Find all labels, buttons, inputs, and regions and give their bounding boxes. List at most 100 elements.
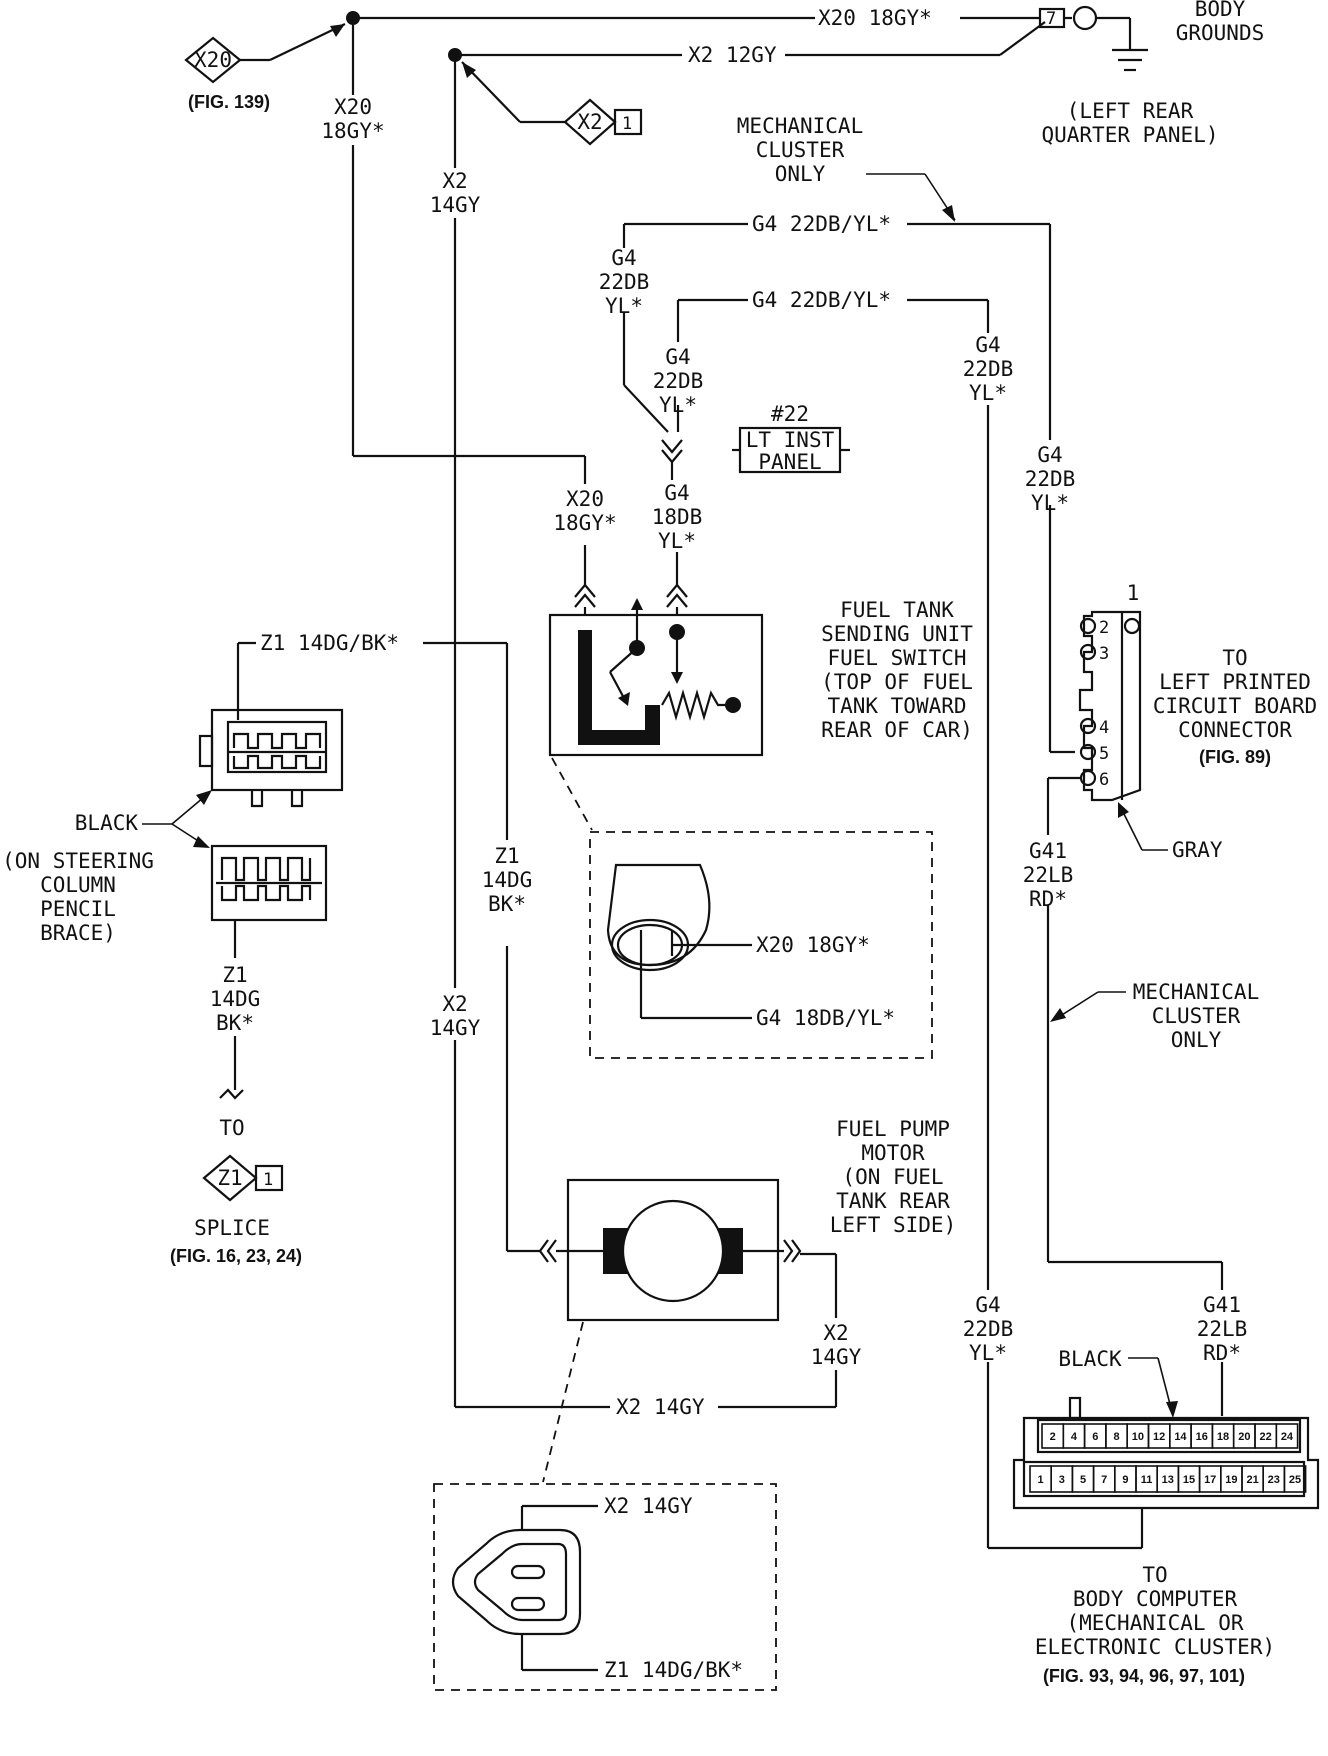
black-left-label: BLACK (75, 811, 139, 835)
sending-unit-label-2: SENDING UNIT (821, 622, 973, 646)
body-computer-pin-label: 19 (1225, 1474, 1237, 1486)
g4-e-label-2: 22DB (963, 1317, 1014, 1341)
body-computer-pin-label: 20 (1238, 1431, 1250, 1443)
mech-cluster-2-label-3: ONLY (1171, 1028, 1222, 1052)
pcb-pin-label: 4 (1099, 718, 1109, 738)
g4-a-label-2: 22DB (599, 270, 650, 294)
body-grounds-label-2: GROUNDS (1176, 21, 1265, 45)
g4-mid-label: G4 22DB/YL* (752, 288, 891, 312)
pcb-label-4: CONNECTOR (1178, 718, 1292, 742)
pcb-pin-label: 6 (1099, 770, 1109, 790)
lt-inst-label-2: PANEL (758, 450, 821, 474)
g4-a-label-3: YL* (605, 294, 643, 318)
fig16-label: (FIG. 16, 23, 24) (170, 1246, 302, 1266)
g41-wire (1046, 776, 1224, 1416)
x2-bottom-label: X2 14GY (616, 1395, 705, 1419)
pump-x2-label: X2 14GY (604, 1494, 693, 1518)
g4-d-label-1: G4 (1037, 443, 1062, 467)
body-computer-pin-label: 23 (1268, 1474, 1280, 1486)
z1-mid-label-2: 14DG (482, 868, 533, 892)
body-computer-pin-label: 17 (1204, 1474, 1216, 1486)
g4-c-label-3: YL* (969, 381, 1007, 405)
x2-wire-top (455, 21, 1046, 57)
g41-b-label-1: G41 (1203, 1293, 1241, 1317)
fig93-label: (FIG. 93, 94, 96, 97, 101) (1043, 1666, 1245, 1686)
x20-reference-tag: X20 (184, 23, 346, 84)
lt-inst-panel-box (732, 426, 850, 474)
z1-left-label-1: Z1 (222, 963, 247, 987)
mech-cluster-only-label-1: MECHANICAL (737, 114, 863, 138)
left-rear-label-1: (LEFT REAR (1067, 99, 1194, 123)
x2-tag-text: X2 (577, 110, 602, 134)
g4-d-label-2: 22DB (1025, 467, 1076, 491)
fig139-label: (FIG. 139) (188, 92, 270, 112)
pump-label-5: LEFT SIDE) (830, 1213, 956, 1237)
gray-label: GRAY (1172, 838, 1223, 862)
x20-sending-label-2: 18GY* (553, 511, 616, 535)
pcb-pin-label: 3 (1099, 644, 1109, 664)
pump-z1-label: Z1 14DG/BK* (604, 1658, 743, 1682)
g4-e-label-3: YL* (969, 1341, 1007, 1365)
left-rear-label-2: QUARTER PANEL) (1041, 123, 1218, 147)
body-computer-pin-label: 4 (1071, 1431, 1078, 1443)
body-computer-pin-label: 18 (1217, 1431, 1229, 1443)
body-computer-pin-cell (1275, 1423, 1299, 1449)
pcb-label-2: LEFT PRINTED (1159, 670, 1311, 694)
x20-sending-label-1: X20 (566, 487, 604, 511)
body-computer-pin-label: 7 (1101, 1474, 1107, 1486)
fig89-label: (FIG. 89) (1199, 747, 1271, 767)
steering-connector-female (210, 844, 328, 922)
pcb-label-1: TO (1222, 646, 1247, 670)
body-computer-pin-label: 3 (1059, 1474, 1065, 1486)
sending-unit-label-6: REAR OF CAR) (821, 718, 973, 742)
body-computer-pin-label: 21 (1246, 1474, 1258, 1486)
g4-a-label-1: G4 (611, 246, 636, 270)
connector-g4-label: G4 18DB/YL* (756, 1006, 895, 1030)
x2-reference-tag: X2 1 (461, 61, 643, 146)
body-ground-connector: 7 (1038, 5, 1132, 50)
x2-right-label-2: 14GY (811, 1345, 862, 1369)
g4-top-label: G4 22DB/YL* (752, 212, 891, 236)
x2-mid-label-2: 14GY (430, 1016, 481, 1040)
body-computer-pin-label: 16 (1196, 1431, 1208, 1443)
body-computer-pin-label: 9 (1122, 1474, 1128, 1486)
x20-vertical-label-2: 18GY* (321, 119, 384, 143)
z1-mid-label-3: BK* (488, 892, 526, 916)
x2-vertical-label-1: X2 (442, 169, 467, 193)
z1-tag-text: Z1 (217, 1166, 242, 1190)
body-computer-pin-label: 14 (1174, 1431, 1187, 1443)
gray-arrow (1118, 802, 1168, 851)
pcb-label-3: CIRCUIT BOARD (1153, 694, 1317, 718)
x2-right-label-1: X2 (823, 1321, 848, 1345)
lt-inst-label-1: LT INST (746, 428, 835, 452)
body-grounds-label-1: BODY (1195, 0, 1246, 21)
x2-wire-vertical (453, 55, 838, 1409)
mech-cluster-only-arrow-2 (1050, 991, 1126, 1022)
g4-sending-label-3: YL* (658, 529, 696, 553)
z1-reference-tag: Z1 1 (202, 1154, 284, 1202)
z1-tag-number: 1 (263, 1170, 273, 1190)
steering-label-2: COLUMN (40, 873, 116, 897)
steering-label-3: PENCIL (40, 897, 116, 921)
body-computer-pin-label: 10 (1132, 1431, 1144, 1443)
g4-c-label-1: G4 (975, 333, 1000, 357)
g4-b-label-3: YL* (659, 393, 697, 417)
body-computer-pin-label: 24 (1281, 1431, 1294, 1443)
g4-b-label-2: 22DB (653, 369, 704, 393)
g41-a-label-1: G41 (1029, 839, 1067, 863)
pcb-pin-label: 5 (1099, 744, 1109, 764)
body-computer-pin-label: 11 (1141, 1474, 1153, 1486)
mech-cluster-only-arrow (866, 173, 956, 222)
body-computer-label-3: (MECHANICAL OR (1066, 1611, 1243, 1635)
body-computer-connector (1012, 1396, 1320, 1510)
black-right-label: BLACK (1058, 1347, 1122, 1371)
g4-sending-label-2: 18DB (652, 505, 703, 529)
body-computer-pin-label: 25 (1289, 1474, 1301, 1486)
steering-label-4: BRACE) (40, 921, 116, 945)
connector-x20-label: X20 18GY* (756, 933, 870, 957)
z1-left-wire-break (219, 1036, 244, 1100)
black-left-arrows (142, 790, 212, 848)
g41-a-label-3: RD* (1029, 887, 1067, 911)
sending-unit-label-5: TANK TOWARD (827, 694, 966, 718)
pcb-connector (1078, 610, 1142, 802)
